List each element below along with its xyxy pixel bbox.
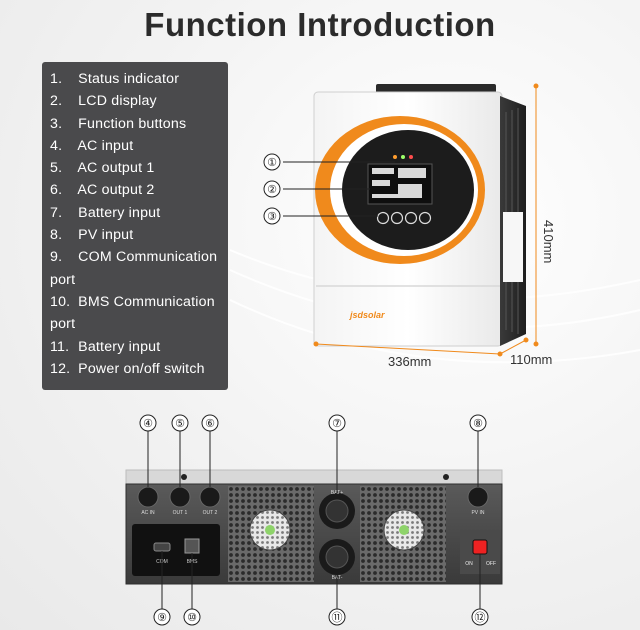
- status-led: [409, 155, 413, 159]
- height-dimension: 410mm: [541, 220, 556, 263]
- spec-sticker: [503, 212, 523, 282]
- callout-3: ③: [267, 211, 277, 223]
- out2-label: OUT 2: [203, 510, 218, 516]
- status-led: [401, 155, 405, 159]
- function-button-icon: [376, 211, 390, 225]
- bms-port: [184, 538, 200, 554]
- callout-9: ⑨: [157, 612, 167, 624]
- feature-item: 11. Battery input: [50, 338, 161, 355]
- brand-logo: jsdsolar: [349, 310, 385, 320]
- feature-item: 3. Function buttons: [50, 115, 187, 132]
- depth-dimension: 110mm: [510, 352, 552, 367]
- feature-list-panel: 1. Status indicator 2. LCD display 3. Fu…: [42, 62, 228, 390]
- feature-item: 8. PV input: [50, 227, 134, 244]
- off-label: OFF: [486, 561, 496, 567]
- comm-port-panel: [132, 524, 220, 576]
- callout-11: ⑪: [332, 611, 343, 624]
- callout-7: ⑦: [332, 418, 342, 430]
- out2-gland: [199, 486, 221, 508]
- out1-gland: [169, 486, 191, 508]
- ac-in-label: AC IN: [141, 510, 155, 516]
- ac-in-gland: [137, 486, 159, 508]
- callout-6: ⑥: [205, 418, 215, 430]
- bottom-callouts: [147, 431, 481, 609]
- feature-item: 6. AC output 2: [50, 182, 155, 199]
- front-callouts: ① ② ③: [263, 153, 395, 225]
- callout-12: ⑫: [475, 611, 486, 624]
- on-label: ON: [465, 561, 473, 567]
- feature-item: 12. Power on/off switch: [50, 360, 205, 377]
- feature-item: 10. BMS Communication port: [50, 293, 215, 333]
- callout-5: ⑤: [175, 418, 185, 430]
- power-switch: [472, 539, 488, 555]
- inverter-front-view: jsdsolar ① ② ③ 410mm 336mm 110mm: [263, 83, 556, 369]
- out1-label: OUT 1: [173, 510, 188, 516]
- inverter-bottom-view: BAT+ BAT- AC IN OUT 1 OUT 2 PV IN COM BM…: [125, 469, 503, 585]
- feature-item: 2. LCD display: [50, 93, 157, 110]
- feature-item: 7. Battery input: [50, 204, 161, 221]
- com-port: [153, 542, 171, 552]
- page-title: Function Introduction: [144, 6, 496, 43]
- feature-item: 5. AC output 1: [50, 160, 155, 177]
- bottom-callout-circles: [139, 414, 489, 626]
- function-button-icon: [404, 211, 418, 225]
- status-led: [393, 155, 397, 159]
- function-button-icon: [418, 211, 432, 225]
- callout-10: ⑩: [187, 612, 197, 624]
- callout-8: ⑧: [473, 418, 483, 430]
- pv-in-gland: [467, 486, 489, 508]
- feature-item: 4. AC input: [50, 137, 134, 154]
- dimension-lines: [313, 83, 539, 357]
- callout-1: ①: [267, 157, 277, 169]
- callout-4: ④: [143, 418, 153, 430]
- function-buttons: [376, 211, 432, 225]
- feature-item: 9. COM Communication port: [50, 249, 218, 288]
- feature-item: 1. Status indicator: [50, 71, 180, 87]
- pv-in-label: PV IN: [471, 510, 484, 516]
- function-button-icon: [390, 211, 404, 225]
- callout-2: ②: [267, 184, 277, 196]
- width-dimension: 336mm: [388, 354, 431, 369]
